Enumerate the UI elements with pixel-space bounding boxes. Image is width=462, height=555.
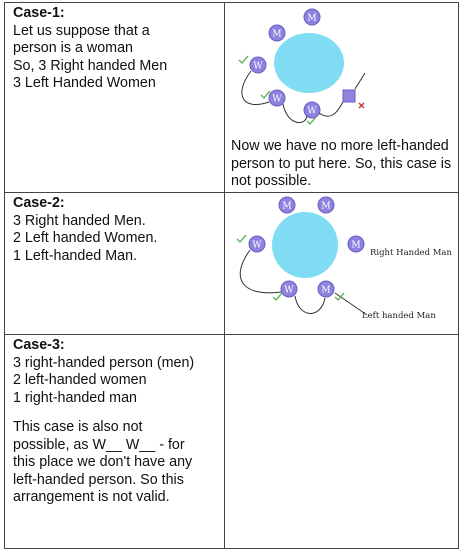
- svg-text:W: W: [253, 62, 263, 72]
- check-icon: [260, 90, 271, 100]
- case-3-line: 1 right-handed man: [13, 389, 137, 406]
- empty-seat: [342, 89, 356, 103]
- case-3-paragraph-line: arrangement is not valid.: [13, 489, 170, 505]
- case-3-paragraph-line: possible, as W__ W__ - for: [13, 436, 185, 453]
- case-1-text-cell: Case-1: Let us suppose that a person is …: [4, 2, 225, 193]
- check-icon: [306, 116, 317, 126]
- arrow-curve: [241, 70, 270, 105]
- right-handed-man-label: Right Handed Man: [370, 248, 452, 258]
- svg-text:M: M: [321, 202, 330, 212]
- check-icon: [334, 292, 345, 302]
- seat-6: M: [317, 280, 335, 298]
- check-icon: [272, 292, 283, 302]
- case-3-paragraph-line: This case is also not: [13, 419, 143, 435]
- svg-text:W: W: [252, 241, 262, 251]
- svg-text:M: M: [307, 14, 316, 24]
- svg-text:M: M: [321, 286, 330, 296]
- svg-text:M: M: [351, 241, 360, 251]
- case-3-text-cell: Case-3: 3 right-handed person (men) 2 le…: [4, 334, 225, 549]
- svg-text:W: W: [284, 286, 294, 296]
- case-3-title: Case-3:: [13, 337, 65, 353]
- case-2-text-cell: Case-2: 3 Right handed Men. 2 Left hande…: [4, 192, 225, 335]
- cases-table: Case-1: Let us suppose that a person is …: [4, 2, 459, 549]
- svg-text:M: M: [282, 202, 291, 212]
- case-2-line: 1 Left-handed Man.: [13, 247, 137, 264]
- svg-text:M: M: [272, 30, 281, 40]
- case-1-note: Now we have no more left-handed person t…: [231, 138, 452, 189]
- case-2-line: 2 Left handed Women.: [13, 230, 158, 246]
- case-1-line: Let us suppose that a: [13, 22, 150, 39]
- seat-2: M: [317, 196, 335, 214]
- pointer-line: [354, 72, 366, 90]
- arrow-curve: [294, 295, 326, 314]
- seat-3: W: [249, 56, 267, 74]
- case-2-diagram: M M W M W: [236, 196, 452, 321]
- case-3-paragraph-line: left-handed person. So this: [13, 471, 184, 488]
- round-table: [272, 212, 338, 278]
- case-1-line: So, 3 Right handed Men: [13, 57, 168, 74]
- case-1-title: Case-1:: [13, 5, 65, 21]
- case-2-title: Case-2:: [13, 195, 65, 211]
- case-1-line: person is a woman: [13, 40, 133, 56]
- arrow-curve: [318, 101, 344, 117]
- check-icon: [238, 55, 249, 65]
- arrow-curve: [282, 103, 308, 124]
- svg-text:W: W: [272, 95, 282, 105]
- cross-icon: [358, 102, 365, 109]
- seat-1: M: [303, 8, 321, 26]
- seat-4: W: [268, 89, 286, 107]
- arrow-curve: [239, 249, 282, 294]
- seat-5: W: [303, 101, 321, 119]
- case-1-line: 3 Left Handed Women: [13, 75, 156, 91]
- case-3-empty-cell: [224, 334, 459, 549]
- seat-1: M: [278, 196, 296, 214]
- left-handed-man-label: Left handed Man: [362, 311, 436, 321]
- seat-2: M: [268, 24, 286, 42]
- case-3-paragraph-line: this place we don't have any: [13, 454, 193, 470]
- case-2-diagram-cell: M M W M W: [224, 192, 459, 335]
- case-3-line: 2 left-handed women: [13, 372, 147, 388]
- check-icon: [236, 234, 247, 244]
- case-3-line: 3 right-handed person (men): [13, 354, 195, 371]
- case-1-diagram-cell: M M W W W: [224, 2, 459, 193]
- seat-4: M: [347, 235, 365, 253]
- round-table: [274, 33, 344, 93]
- seat-5: W: [280, 280, 298, 298]
- case-2-line: 3 Right handed Men.: [13, 212, 146, 229]
- case-1-diagram: M M W W W: [238, 8, 366, 126]
- svg-text:W: W: [307, 107, 317, 117]
- seat-3: W: [248, 235, 266, 253]
